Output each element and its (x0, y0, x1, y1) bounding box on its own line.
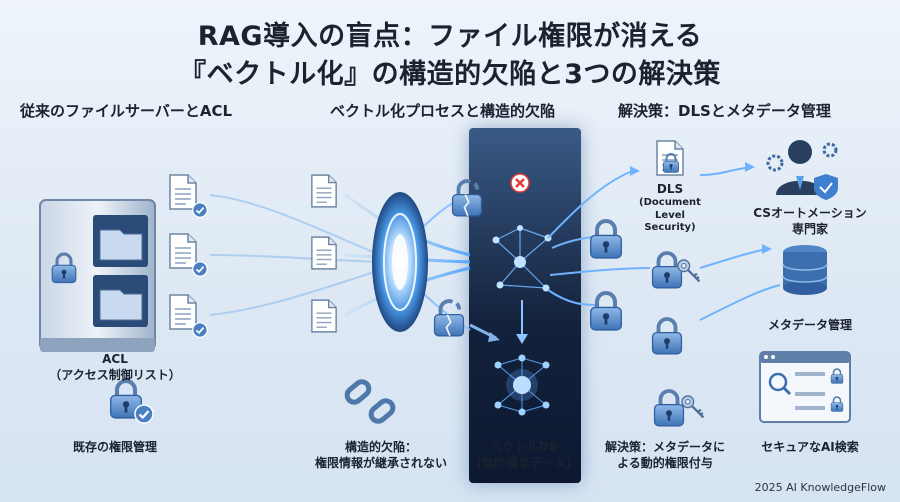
metadata-label: メタデータ管理 (767, 318, 852, 332)
input-documents (311, 174, 337, 333)
secure-search-window-icon (759, 351, 851, 423)
stream-lines-left (209, 194, 381, 316)
acl-label: ACL （アクセス制御リスト） (40, 352, 190, 383)
vector-db-line-1: ベクトルDB (490, 440, 558, 454)
existing-permission-label: 既存の権限管理 (72, 440, 157, 454)
vector-db-line-2: (無防備なデータ) (476, 455, 572, 470)
flow-arrows-right (547, 167, 781, 321)
locks-cluster (591, 221, 705, 428)
structural-defect-label: 構造的欠陥： 権限情報が継承されない (296, 440, 466, 471)
dls-subtitle-line-2: Security) (644, 222, 696, 233)
vectorization-portal (344, 192, 471, 332)
broken-lock-icon-bottom (432, 299, 500, 342)
solution-line-1: 解決策：メタデータに (604, 440, 725, 454)
broken-chain-icon (344, 379, 396, 424)
file-server-icon (39, 199, 156, 352)
title-line-2: 『ベクトル化』の構造的欠陥と3つの解決策 (179, 59, 721, 90)
vector-db-label: ベクトルDB (無防備なデータ) (454, 440, 594, 471)
structural-defect-line-2: 権限情報が継承されない (314, 455, 447, 470)
dls-label: DLS (Document Level Security) (625, 182, 715, 235)
column-heading-middle: ベクトル化プロセスと構造的欠陥 (330, 102, 556, 120)
solution-line-2: よる動的権限付与 (617, 455, 713, 470)
vector-db-icon (494, 354, 550, 416)
cs-expert-line-2: 専門家 (791, 221, 828, 236)
broken-lock-icon-top (450, 173, 530, 218)
arrow-heads (630, 162, 772, 254)
dls-document-lock-icon (656, 140, 684, 176)
solution-label: 解決策：メタデータに よる動的権限付与 (590, 440, 740, 471)
existing-permission-lock-icon (111, 381, 154, 424)
structural-defect-line-1: 構造的欠陥： (344, 440, 417, 454)
footer-credit: 2025 AI KnowledgeFlow (754, 481, 886, 494)
acl-label-line-1: ACL (102, 352, 128, 366)
dls-subtitle-line-1: (Document Level (639, 197, 701, 221)
metadata-database-icon (782, 245, 828, 295)
cs-expert-label: CSオートメーション 専門家 (735, 206, 885, 237)
secure-search-label: セキュアなAI検索 (761, 440, 859, 454)
column-heading-right: 解決策：DLSとメタデータ管理 (618, 102, 831, 120)
vector-network (492, 225, 552, 344)
acl-document-list (169, 174, 208, 338)
title-line-1: RAG導入の盲点：ファイル権限が消える (197, 21, 703, 52)
cs-expert-line-1: CSオートメーション (753, 206, 867, 220)
column-heading-left: 従来のファイルサーバーとACL (20, 102, 233, 120)
dls-title: DLS (656, 182, 684, 196)
cs-expert-icon (766, 140, 838, 200)
acl-label-line-2: （アクセス制御リスト） (49, 367, 181, 382)
